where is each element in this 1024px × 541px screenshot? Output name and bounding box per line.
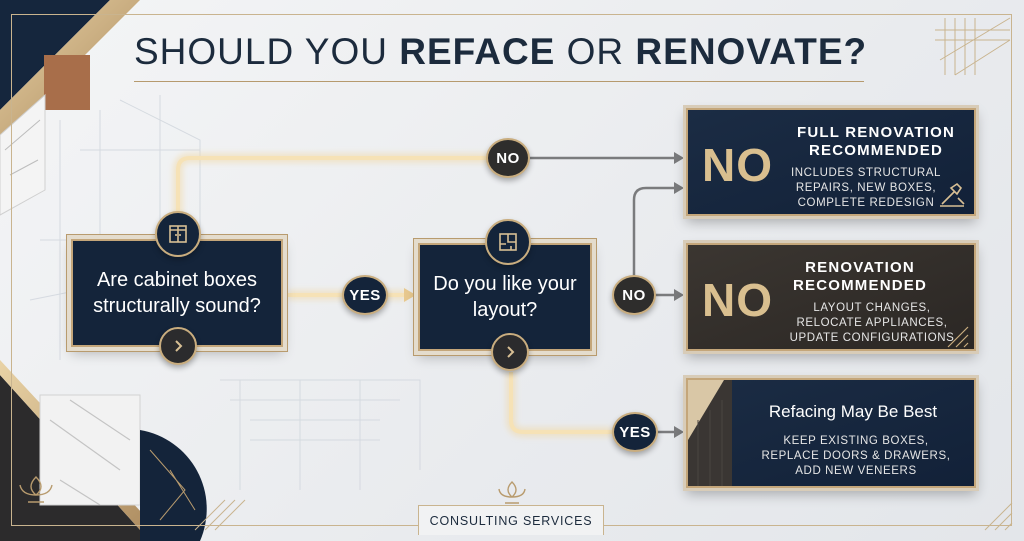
result-renovation: NO RENOVATION RECOMMENDED LAYOUT CHANGES…: [686, 243, 976, 351]
desc-line: ADD NEW VENEERS: [740, 464, 972, 479]
no-label: NO: [622, 287, 646, 304]
question-text-layout: Do you like your layout?: [420, 271, 590, 323]
yes-pill-bottom: YES: [612, 412, 658, 452]
cabinet-icon: [155, 211, 201, 257]
result-no-badge: NO: [702, 273, 773, 327]
result-title: RENOVATION RECOMMENDED: [780, 259, 940, 295]
desc-line: LAYOUT CHANGES,: [786, 301, 958, 316]
result-description: INCLUDES STRUCTURAL REPAIRS, NEW BOXES, …: [786, 166, 946, 211]
chevron-right-icon[interactable]: [491, 333, 529, 371]
desc-line: UPDATE CONFIGURATIONS: [786, 331, 958, 346]
result-title: Refacing May Be Best: [732, 402, 974, 422]
desc-line: COMPLETE REDESIGN: [786, 196, 946, 211]
result-full-renovation: NO FULL RENOVATION RECOMMENDED INCLUDES …: [686, 108, 976, 216]
question-text-structure: Are cabinet boxes structurally sound?: [73, 267, 281, 319]
yes-pill-middle: YES: [342, 275, 388, 315]
desc-line: INCLUDES STRUCTURAL: [786, 166, 946, 181]
desc-line: RELOCATE APPLIANCES,: [786, 316, 958, 331]
no-pill-middle: NO: [612, 275, 656, 315]
desc-line: KEEP EXISTING BOXES,: [740, 434, 972, 449]
title-part-1: SHOULD YOU: [134, 31, 399, 72]
result-refacing: Refacing May Be Best KEEP EXISTING BOXES…: [686, 378, 976, 488]
chevron-right-icon[interactable]: [159, 327, 197, 365]
no-label: NO: [496, 150, 520, 167]
yes-label: YES: [619, 424, 651, 441]
footer-text: CONSULTING SERVICES: [430, 514, 593, 528]
tools-icon: [936, 178, 968, 210]
no-pill-top: NO: [486, 138, 530, 178]
yes-label: YES: [349, 287, 381, 304]
desc-line: REPLACE DOORS & DRAWERS,: [740, 449, 972, 464]
result-description: KEEP EXISTING BOXES, REPLACE DOORS & DRA…: [740, 434, 972, 479]
corner-accent-icon: [944, 325, 970, 349]
desc-line: REPAIRS, NEW BOXES,: [786, 181, 946, 196]
floorplan-icon: [485, 219, 531, 265]
page-title: SHOULD YOU REFACE OR RENOVATE?: [134, 28, 867, 76]
wood-panel-decor: [688, 380, 732, 486]
title-part-or: OR: [555, 31, 635, 72]
title-divider: [134, 81, 864, 82]
footer-label: CONSULTING SERVICES: [418, 505, 604, 535]
result-title: FULL RENOVATION RECOMMENDED: [788, 124, 964, 160]
title-part-renovate: RENOVATE?: [635, 31, 867, 72]
result-no-badge: NO: [702, 138, 773, 192]
title-part-reface: REFACE: [399, 31, 555, 72]
result-description: LAYOUT CHANGES, RELOCATE APPLIANCES, UPD…: [786, 301, 958, 346]
